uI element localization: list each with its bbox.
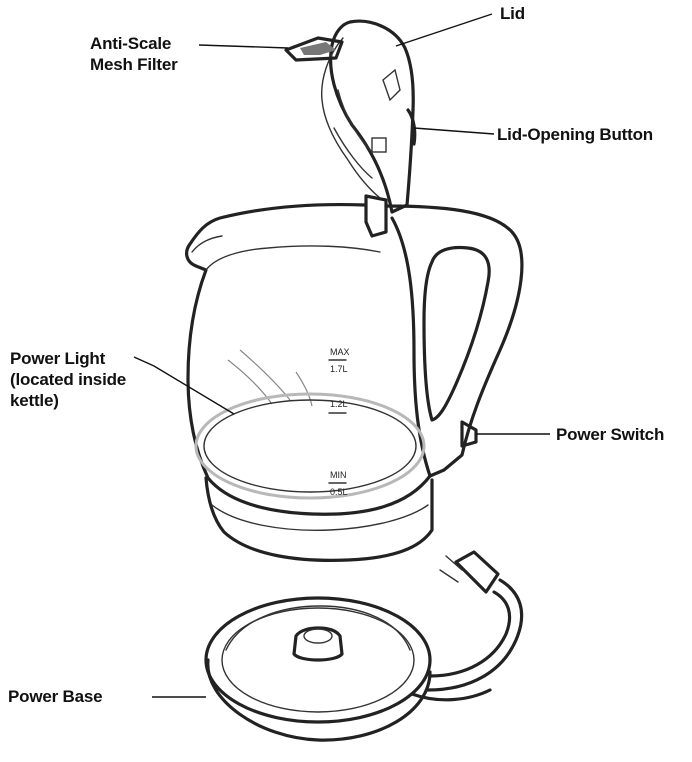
power-base-drawing [204, 596, 492, 742]
mesh-filter-drawing [284, 36, 344, 62]
mark-min: MIN [330, 470, 347, 480]
label-power-light-line2: (located inside [10, 370, 127, 389]
label-power-light-line1: Power Light [10, 349, 106, 368]
mark-min-volume: 0.5L [330, 487, 348, 497]
capacity-markings: MAX 1.7L 1.2L MIN 0.5L [328, 347, 350, 497]
label-lid-opening-button: Lid-Opening Button [497, 125, 653, 144]
mark-1-2l: 1.2L [330, 399, 348, 409]
label-power-base: Power Base [8, 687, 103, 706]
lid-button-drawing [406, 108, 417, 146]
label-power-light: Power Light (located inside kettle) [10, 348, 126, 411]
leader-power-light [133, 356, 235, 415]
power-switch-drawing [460, 420, 478, 448]
leader-lid [395, 13, 493, 47]
label-anti-scale-line1: Anti-Scale [90, 34, 172, 53]
power-cord-drawing [426, 550, 524, 692]
mark-max-volume: 1.7L [330, 364, 348, 374]
label-anti-scale-line2: Mesh Filter [90, 55, 178, 74]
kettle-body-drawing [185, 202, 432, 516]
kettle-bottom-drawing [194, 392, 434, 562]
kettle-handle-drawing [384, 204, 524, 478]
label-power-light-line3: kettle) [10, 391, 59, 410]
label-lid: Lid [500, 4, 525, 23]
label-power-switch: Power Switch [556, 425, 665, 444]
leader-lid-button [413, 127, 495, 135]
leader-lines [133, 13, 550, 698]
leader-anti-scale [198, 44, 289, 49]
mark-max: MAX [330, 347, 350, 357]
label-anti-scale-filter: Anti-Scale Mesh Filter [90, 33, 178, 75]
